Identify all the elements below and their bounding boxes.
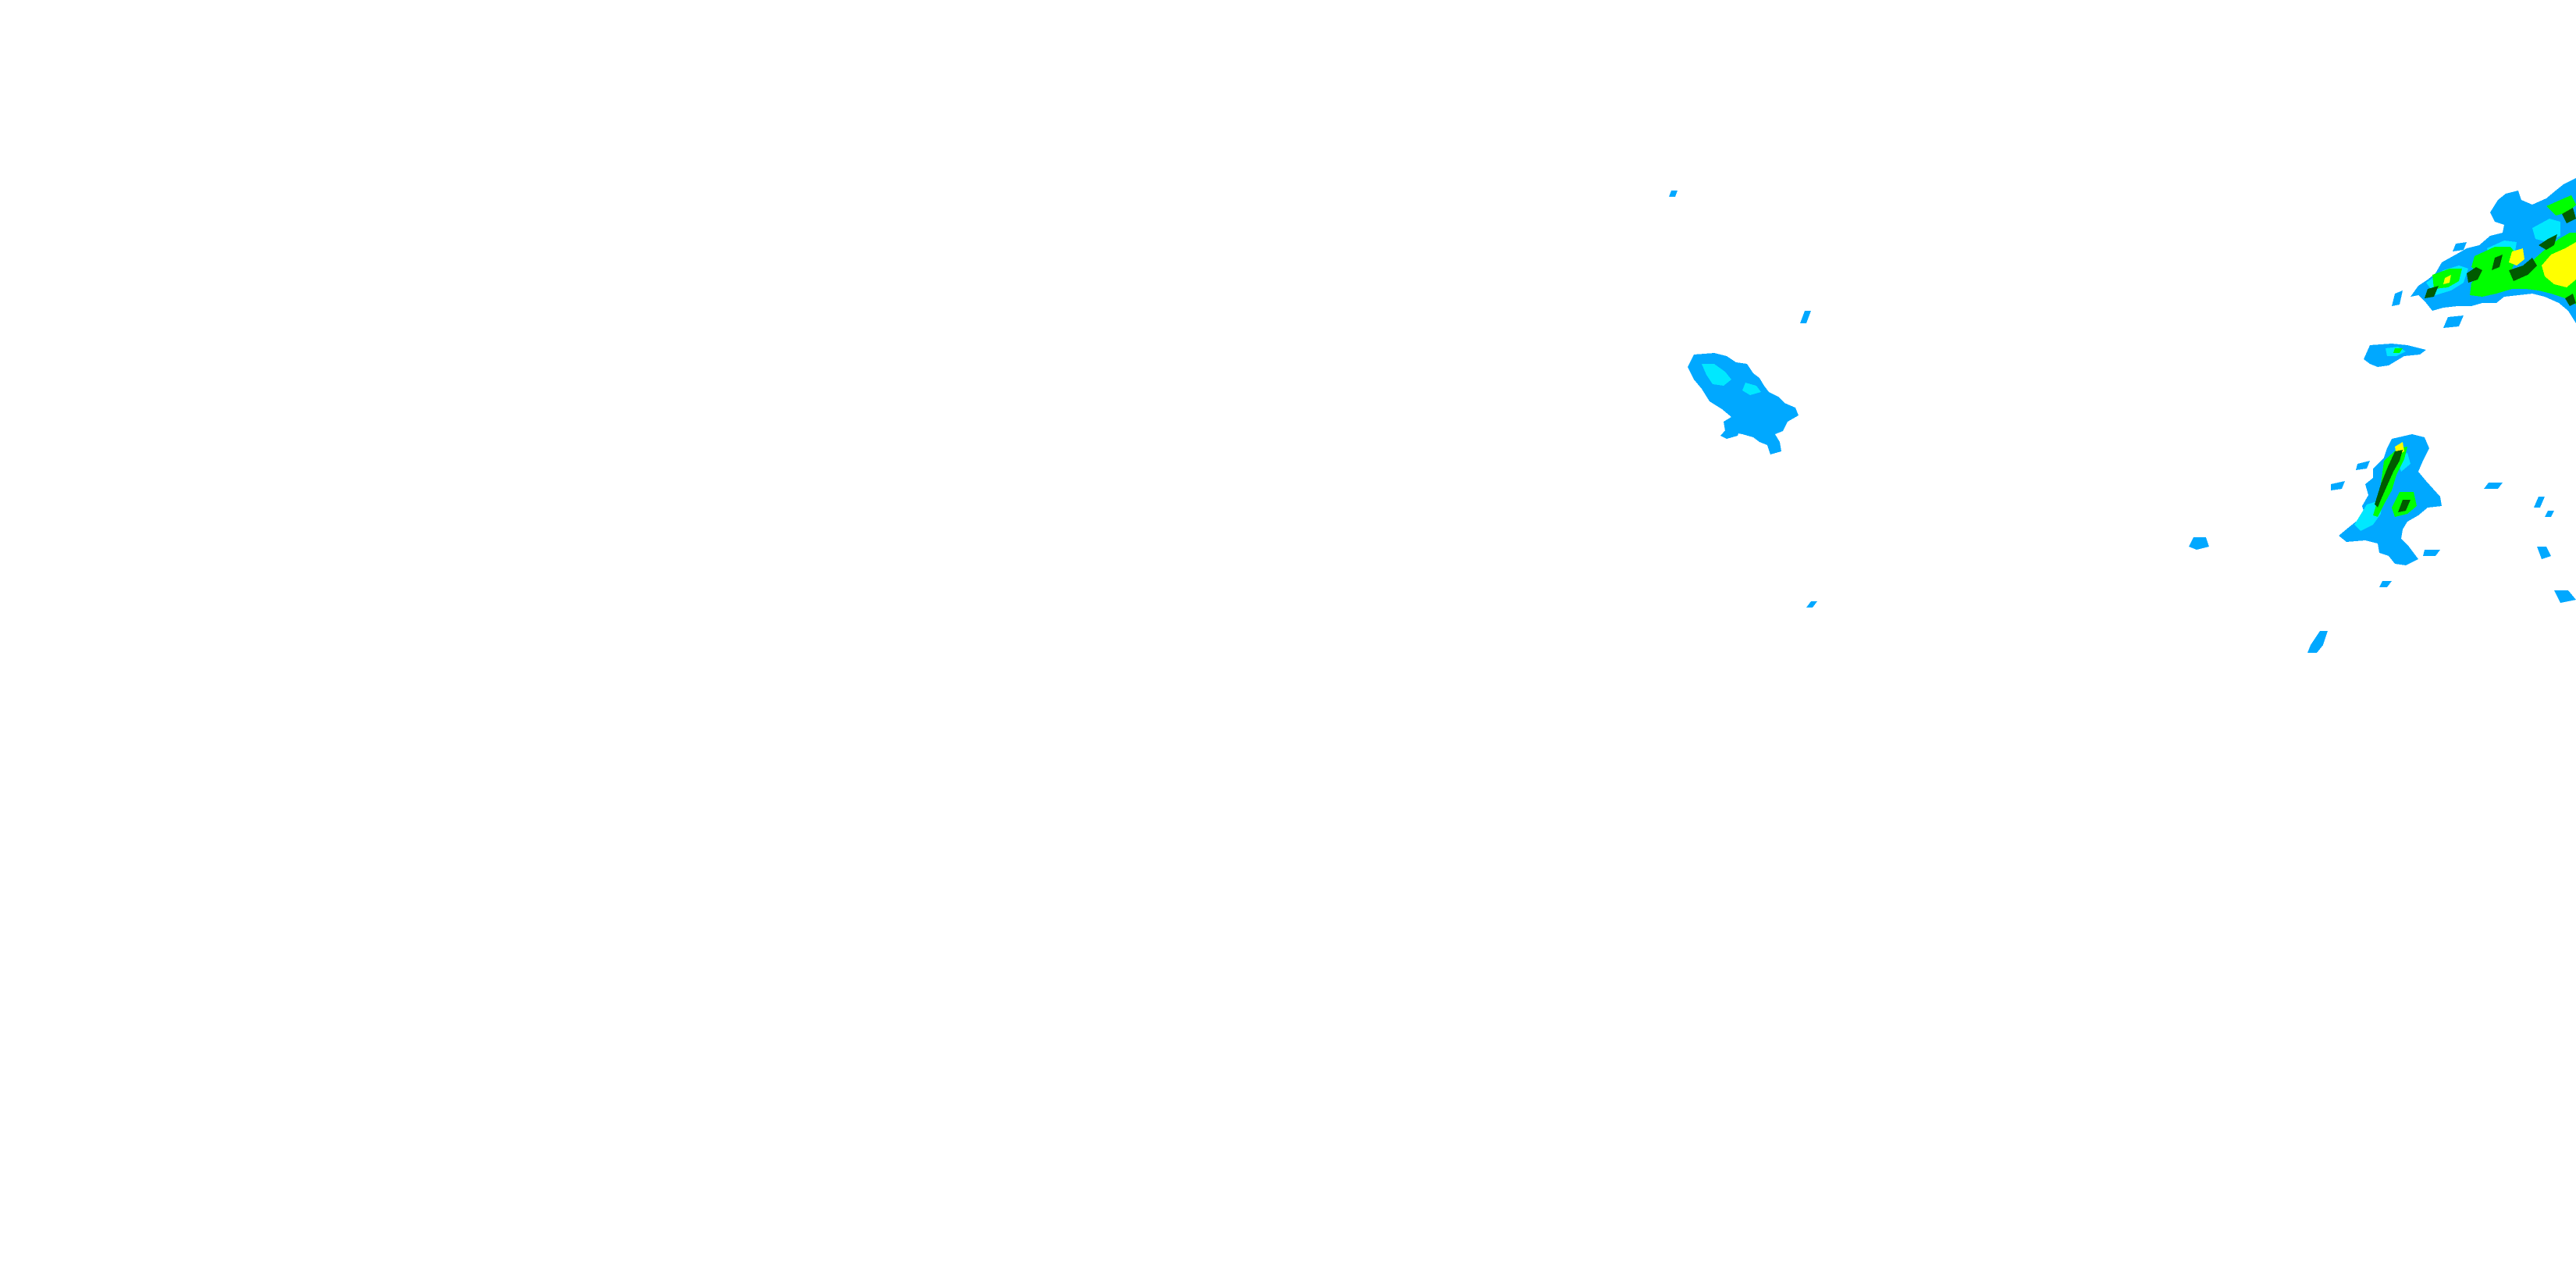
echo-speck [2307, 631, 2328, 653]
echo-speck [2537, 547, 2551, 559]
echo-cell-line [2331, 434, 2442, 587]
echo-speck [1806, 601, 1817, 608]
echo-speck [2534, 497, 2545, 508]
echo-speck [1800, 311, 1811, 323]
echo-speck [2484, 483, 2503, 489]
echo-speck [2554, 590, 2576, 603]
echo-speck [2189, 537, 2209, 550]
echo-speck-group [1669, 191, 2576, 653]
echo-cell-small [2364, 344, 2426, 367]
echo-complex-northeast [2392, 178, 2576, 328]
echo-cell-west [1688, 353, 1799, 454]
echo-speck [1669, 191, 1678, 197]
echo-speck [2545, 511, 2554, 517]
